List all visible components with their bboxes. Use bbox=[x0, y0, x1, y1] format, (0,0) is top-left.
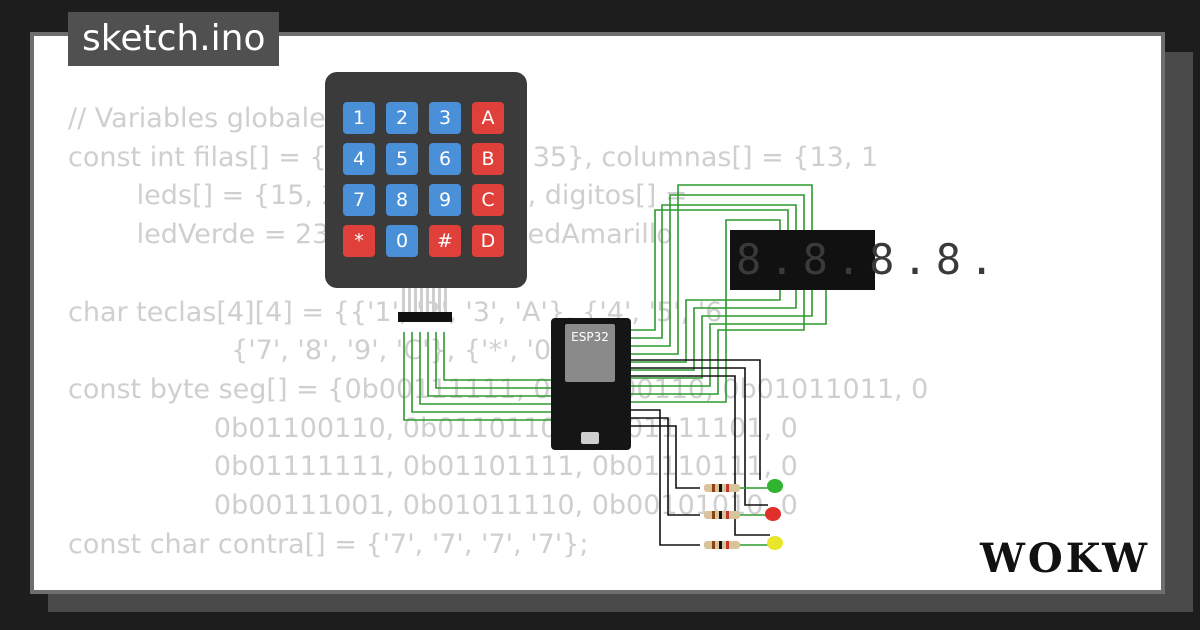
wokwi-logo: WOKWi bbox=[979, 535, 1148, 582]
resistor bbox=[704, 511, 740, 519]
keypad-connector bbox=[398, 288, 452, 322]
code-line: 0b01111111, 0b01101111, 0b01110111, 0 bbox=[68, 451, 798, 483]
key-1[interactable]: 1 bbox=[343, 102, 375, 134]
led-yellow[interactable] bbox=[767, 536, 783, 550]
key-c[interactable]: C bbox=[472, 184, 504, 216]
key-8[interactable]: 8 bbox=[386, 184, 418, 216]
code-line: const char contra[] = {'7', '7', '7', '7… bbox=[68, 528, 589, 560]
usb-port-icon bbox=[581, 432, 599, 444]
seven-segment-display[interactable]: 8.8.8.8. bbox=[730, 230, 994, 290]
resistor bbox=[704, 541, 740, 549]
key-star[interactable]: * bbox=[343, 225, 375, 257]
key-9[interactable]: 9 bbox=[429, 184, 461, 216]
board-label: ESP32 bbox=[571, 330, 609, 344]
membrane-keypad: 1 2 3 A 4 5 6 B 7 8 9 C * 0 # D bbox=[325, 72, 527, 288]
led-green[interactable] bbox=[767, 479, 783, 493]
wokwi-logo-text: WOKWi bbox=[979, 535, 1148, 582]
key-3[interactable]: 3 bbox=[429, 102, 461, 134]
resistor bbox=[704, 484, 740, 492]
code-line: 0b00111001, 0b01011110, 0b00101010, 0 bbox=[68, 490, 798, 522]
key-6[interactable]: 6 bbox=[429, 143, 461, 175]
esp32-module: ESP32 bbox=[565, 324, 615, 382]
key-2[interactable]: 2 bbox=[386, 102, 418, 134]
display-digits: 8.8.8.8. bbox=[736, 235, 1003, 284]
key-5[interactable]: 5 bbox=[386, 143, 418, 175]
key-4[interactable]: 4 bbox=[343, 143, 375, 175]
key-7[interactable]: 7 bbox=[343, 184, 375, 216]
esp32-board[interactable]: ESP32 bbox=[551, 318, 631, 450]
key-d[interactable]: D bbox=[472, 225, 504, 257]
keypad-grid: 1 2 3 A 4 5 6 B 7 8 9 C * 0 # D bbox=[343, 102, 504, 257]
key-a[interactable]: A bbox=[472, 102, 504, 134]
preview-panel bbox=[30, 32, 1165, 594]
key-0[interactable]: 0 bbox=[386, 225, 418, 257]
key-hash[interactable]: # bbox=[429, 225, 461, 257]
file-name-tab[interactable]: sketch.ino bbox=[68, 12, 280, 66]
code-line: const int filas[] = {26, 25, 33, 32, 35}… bbox=[68, 141, 879, 173]
led-red[interactable] bbox=[765, 507, 781, 521]
code-line: // Variables globales bbox=[68, 103, 340, 134]
key-b[interactable]: B bbox=[472, 143, 504, 175]
